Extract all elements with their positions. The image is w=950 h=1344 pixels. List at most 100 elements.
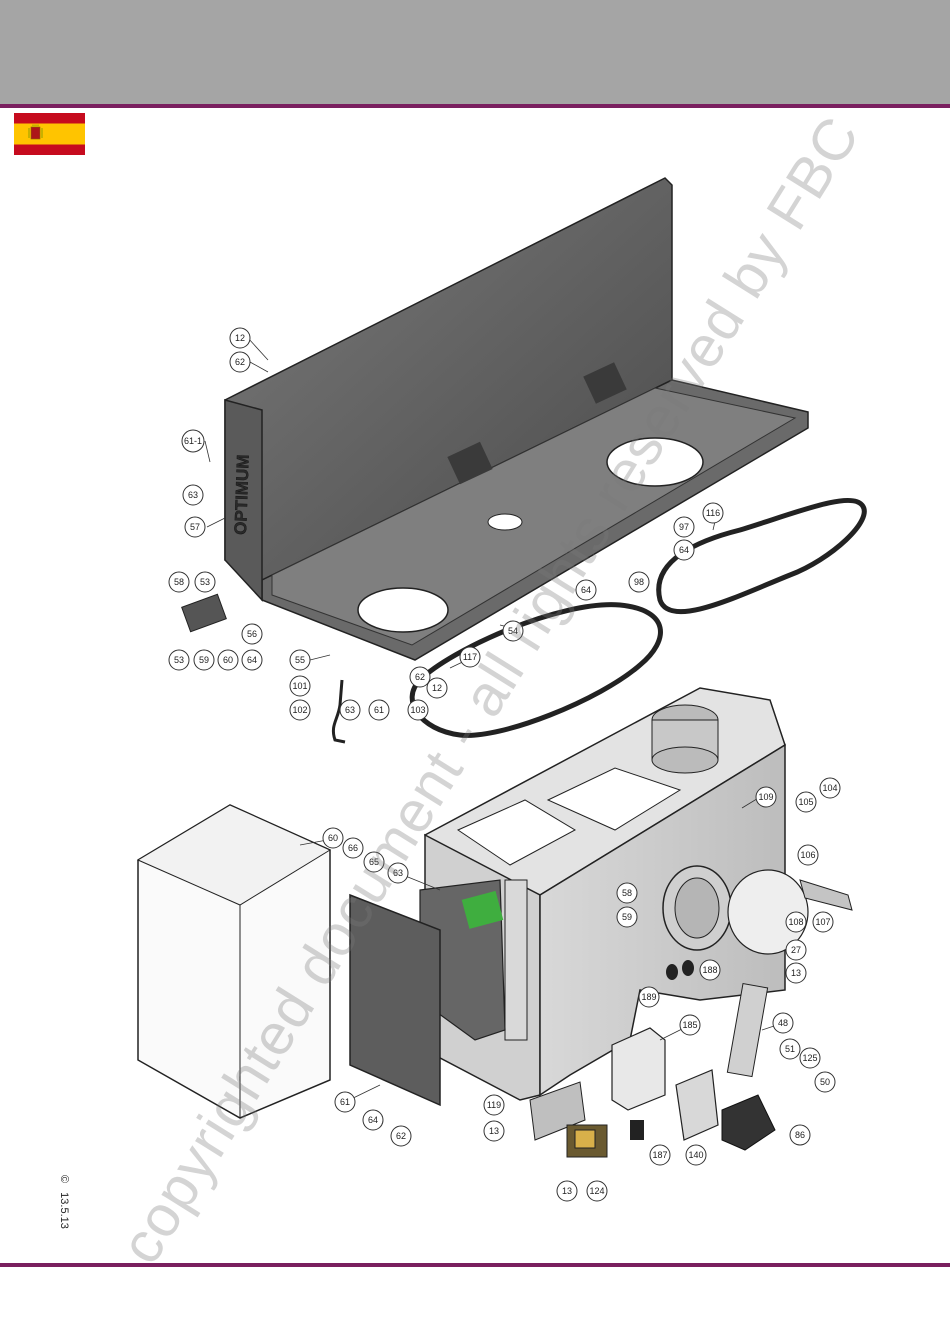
callout-103: 103 <box>408 700 428 720</box>
svg-text:189: 189 <box>641 992 656 1002</box>
callout-64: 64 <box>674 540 694 560</box>
callout-63: 63 <box>340 700 360 720</box>
callout-58: 58 <box>617 883 637 903</box>
callout-62: 62 <box>410 667 430 687</box>
svg-text:119: 119 <box>487 1100 501 1110</box>
svg-text:187: 187 <box>652 1150 667 1160</box>
svg-text:63: 63 <box>393 868 403 878</box>
svg-text:124: 124 <box>589 1186 604 1196</box>
svg-text:108: 108 <box>788 917 803 927</box>
callout-57: 57 <box>185 517 205 537</box>
callout-105: 105 <box>796 792 816 812</box>
svg-text:60: 60 <box>223 655 233 665</box>
revision-date: 13.5.13 <box>58 1192 70 1229</box>
callout-66: 66 <box>343 838 363 858</box>
svg-text:53: 53 <box>200 577 210 587</box>
callout-63: 63 <box>388 863 408 883</box>
belt-guard-cover <box>225 178 808 660</box>
svg-text:27: 27 <box>791 945 801 955</box>
svg-text:48: 48 <box>778 1018 788 1028</box>
callout-116: 116 <box>703 503 723 523</box>
svg-text:63: 63 <box>188 490 198 500</box>
svg-text:59: 59 <box>622 912 632 922</box>
callout-55: 55 <box>290 650 310 670</box>
svg-text:105: 105 <box>798 797 813 807</box>
svg-text:103: 103 <box>410 705 425 715</box>
callout-187: 187 <box>650 1145 670 1165</box>
svg-text:101: 101 <box>292 681 307 691</box>
svg-text:61: 61 <box>374 705 384 715</box>
svg-text:62: 62 <box>396 1131 406 1141</box>
svg-text:102: 102 <box>292 705 307 715</box>
callout-64: 64 <box>576 580 596 600</box>
svg-text:51: 51 <box>785 1044 795 1054</box>
callout-61-1: 61-1 <box>182 430 204 452</box>
hinge-plate <box>182 594 227 631</box>
svg-text:104: 104 <box>822 783 837 793</box>
callout-53: 53 <box>195 572 215 592</box>
svg-text:12: 12 <box>235 333 245 343</box>
svg-text:188: 188 <box>702 965 717 975</box>
svg-text:53: 53 <box>174 655 184 665</box>
callout-117: 117 <box>460 647 480 667</box>
callout-106: 106 <box>798 845 818 865</box>
svg-text:98: 98 <box>634 577 644 587</box>
callout-108: 108 <box>786 912 806 932</box>
svg-text:56: 56 <box>247 629 257 639</box>
callout-61: 61 <box>369 700 389 720</box>
callout-53: 53 <box>169 650 189 670</box>
svg-text:65: 65 <box>369 857 379 867</box>
callout-61: 61 <box>335 1092 355 1112</box>
callout-12: 12 <box>427 678 447 698</box>
callout-65: 65 <box>364 852 384 872</box>
copyright-date: © 13.5.13 <box>58 1175 70 1235</box>
optimum-logo: OPTIMUM <box>231 454 253 535</box>
svg-text:13: 13 <box>562 1186 572 1196</box>
callout-140: 140 <box>686 1145 706 1165</box>
callout-104: 104 <box>820 778 840 798</box>
callout-189: 189 <box>639 987 659 1007</box>
svg-text:13: 13 <box>489 1126 499 1136</box>
svg-text:58: 58 <box>174 577 184 587</box>
copyright-symbol: © <box>58 1175 70 1183</box>
callout-60: 60 <box>218 650 238 670</box>
svg-text:13: 13 <box>791 968 801 978</box>
svg-text:64: 64 <box>368 1115 378 1125</box>
svg-text:140: 140 <box>688 1150 703 1160</box>
svg-text:64: 64 <box>247 655 257 665</box>
svg-text:106: 106 <box>800 850 815 860</box>
callout-13: 13 <box>557 1181 577 1201</box>
callout-58: 58 <box>169 572 189 592</box>
svg-text:117: 117 <box>463 652 477 662</box>
callout-13: 13 <box>484 1121 504 1141</box>
callout-124: 124 <box>587 1181 607 1201</box>
svg-text:64: 64 <box>581 585 591 595</box>
svg-text:61: 61 <box>340 1097 350 1107</box>
callout-48: 48 <box>773 1013 793 1033</box>
callout-119: 119 <box>484 1095 504 1115</box>
callout-59: 59 <box>194 650 214 670</box>
callout-62: 62 <box>391 1126 411 1146</box>
callout-62: 62 <box>230 352 250 372</box>
callout-63: 63 <box>183 485 203 505</box>
svg-text:97: 97 <box>679 522 689 532</box>
svg-text:50: 50 <box>820 1077 830 1087</box>
svg-text:125: 125 <box>802 1053 817 1063</box>
callout-101: 101 <box>290 676 310 696</box>
callout-107: 107 <box>813 912 833 932</box>
callout-60: 60 <box>323 828 343 848</box>
callout-51: 51 <box>780 1039 800 1059</box>
svg-text:61-1: 61-1 <box>184 436 202 446</box>
svg-text:62: 62 <box>235 357 245 367</box>
callout-98: 98 <box>629 572 649 592</box>
callout-125: 125 <box>800 1048 820 1068</box>
svg-text:185: 185 <box>682 1020 697 1030</box>
svg-text:109: 109 <box>758 792 773 802</box>
callout-12: 12 <box>230 328 250 348</box>
svg-text:63: 63 <box>345 705 355 715</box>
callout-27: 27 <box>786 940 806 960</box>
svg-text:55: 55 <box>295 655 305 665</box>
svg-text:62: 62 <box>415 672 425 682</box>
callout-109: 109 <box>756 787 776 807</box>
